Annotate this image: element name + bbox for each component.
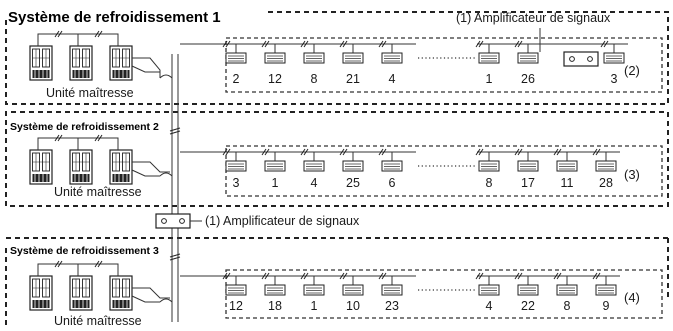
indoor-unit-icon bbox=[478, 160, 500, 172]
indoor-unit-number: 10 bbox=[346, 299, 360, 313]
indoor-unit-icon bbox=[303, 160, 325, 172]
system-3-title: Système de refroidissement 3 bbox=[10, 245, 159, 257]
indoor-unit-icon bbox=[225, 52, 247, 64]
outdoor-unit-icon bbox=[69, 275, 93, 311]
indoor-unit-icon bbox=[517, 52, 539, 64]
indoor-unit-icon bbox=[264, 160, 286, 172]
outdoor-units-system-3 bbox=[29, 260, 170, 311]
indoor-unit-icon bbox=[225, 160, 247, 172]
indoor-unit-icon bbox=[381, 160, 403, 172]
indoor-unit-number: 28 bbox=[599, 176, 613, 190]
indoor-unit-number: 3 bbox=[233, 176, 240, 190]
indoor-unit-icon bbox=[595, 160, 617, 172]
indoor-group-frame bbox=[225, 269, 663, 319]
indoor-unit-number: 17 bbox=[521, 176, 535, 190]
indoor-unit-icon bbox=[342, 52, 364, 64]
indoor-unit-icon bbox=[342, 160, 364, 172]
indoor-unit-icon bbox=[303, 52, 325, 64]
middle-amplifier-label: (1) Amplificateur de signaux bbox=[205, 214, 360, 228]
indoor-unit-number: 8 bbox=[486, 176, 493, 190]
outdoor-units-system-2 bbox=[29, 134, 170, 185]
indoor-unit-number: 18 bbox=[268, 299, 282, 313]
indoor-unit-number: 3 bbox=[611, 72, 618, 86]
inter-system-bus bbox=[159, 54, 181, 322]
system-1-outdoor-label: Unité maîtresse bbox=[46, 86, 134, 100]
indoor-unit-number: 1 bbox=[486, 72, 493, 86]
indoor-unit-icon bbox=[264, 284, 286, 296]
system-1-frame bbox=[5, 11, 669, 105]
indoor-unit-icon bbox=[478, 284, 500, 296]
outdoor-unit-icon bbox=[29, 149, 53, 185]
indoor-unit-number: 21 bbox=[346, 72, 360, 86]
indoor-unit-icon bbox=[264, 52, 286, 64]
indoor-unit-icon bbox=[381, 284, 403, 296]
indoor-unit-number: 8 bbox=[564, 299, 571, 313]
indoor-unit-number: 12 bbox=[268, 72, 282, 86]
outdoor-units-system-1 bbox=[29, 30, 161, 81]
indoor-unit-number: 22 bbox=[521, 299, 535, 313]
outdoor-unit-icon bbox=[29, 275, 53, 311]
outdoor-unit-icon bbox=[29, 45, 53, 81]
indoor-unit-number: 26 bbox=[521, 72, 535, 86]
indoor-unit-number: 1 bbox=[272, 176, 279, 190]
outdoor-unit-icon bbox=[109, 275, 133, 311]
indoor-group-index-label: (4) bbox=[624, 290, 640, 305]
indoor-unit-icon bbox=[556, 284, 578, 296]
indoor-unit-number: 11 bbox=[561, 176, 574, 190]
indoor-unit-number: 25 bbox=[346, 176, 360, 190]
indoor-unit-number: 4 bbox=[311, 176, 318, 190]
system-2-title: Système de refroidissement 2 bbox=[10, 121, 159, 133]
indoor-unit-number: 4 bbox=[486, 299, 493, 313]
indoor-unit-number: 1 bbox=[311, 299, 318, 313]
in-row-signal-amplifier bbox=[563, 51, 599, 67]
indoor-unit-number: 8 bbox=[311, 72, 318, 86]
outdoor-unit-icon bbox=[69, 149, 93, 185]
indoor-unit-icon bbox=[556, 160, 578, 172]
system-2-outdoor-label: Unité maîtresse bbox=[54, 185, 142, 199]
indoor-unit-number: 12 bbox=[229, 299, 243, 313]
system-3-frame bbox=[5, 237, 669, 328]
indoor-unit-icon bbox=[603, 52, 625, 64]
indoor-group-system-3: 12 18 1 10 23 4 22 8 9 (4) bbox=[180, 269, 663, 319]
indoor-group-frame bbox=[225, 37, 663, 93]
indoor-unit-icon bbox=[517, 160, 539, 172]
indoor-unit-icon bbox=[342, 284, 364, 296]
indoor-unit-number: 2 bbox=[233, 72, 240, 86]
top-amplifier-label: (1) Amplificateur de signaux bbox=[456, 11, 611, 25]
indoor-unit-icon bbox=[595, 284, 617, 296]
indoor-unit-number: 6 bbox=[389, 176, 396, 190]
system-2-frame bbox=[5, 111, 669, 207]
indoor-unit-number: 4 bbox=[389, 72, 396, 86]
indoor-unit-icon bbox=[517, 284, 539, 296]
indoor-unit-icon bbox=[303, 284, 325, 296]
outdoor-unit-icon bbox=[109, 149, 133, 185]
indoor-unit-number: 9 bbox=[603, 299, 610, 313]
middle-signal-amplifier bbox=[155, 213, 202, 229]
indoor-unit-icon bbox=[225, 284, 247, 296]
indoor-group-system-1: 2 12 8 21 4 1 26 3 (2) bbox=[180, 37, 663, 93]
system-1-title: Système de refroidissement 1 bbox=[8, 9, 221, 26]
indoor-unit-icon bbox=[381, 52, 403, 64]
outdoor-unit-icon bbox=[69, 45, 93, 81]
outdoor-unit-icon bbox=[109, 45, 133, 81]
indoor-unit-icon bbox=[478, 52, 500, 64]
indoor-unit-number: 23 bbox=[385, 299, 399, 313]
indoor-group-index-label: (3) bbox=[624, 167, 640, 182]
indoor-group-index-label: (2) bbox=[624, 63, 640, 78]
system-3-outdoor-label: Unité maîtresse bbox=[54, 314, 142, 328]
